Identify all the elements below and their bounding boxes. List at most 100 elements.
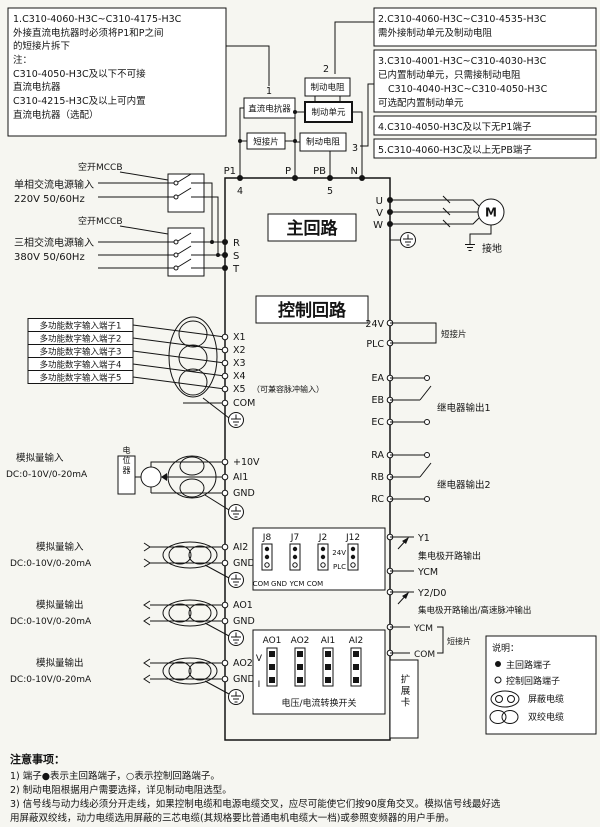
power-input: 空开MCCB 单相交流电源输入 220V 50/60Hz 空开MCCB 三相交流… [14, 161, 240, 277]
voltage-label: V [256, 654, 263, 664]
expansion-card-label: 扩展卡 [399, 673, 411, 708]
footnotes-title: 注意事项： [10, 752, 65, 766]
twisted-cable-ring [168, 603, 192, 623]
terminal-v-label: V [376, 208, 383, 219]
terminal-com2-label: COM [414, 650, 435, 660]
vi-switch-caption: 电压/电流转换开关 [281, 697, 356, 709]
legend-box [485, 635, 597, 735]
terminal-dot-ao2 [221, 659, 229, 667]
twisted-cable-ring [168, 661, 192, 681]
shield-ground-icon [229, 631, 244, 646]
main-circuit-title: 主回路 [287, 218, 339, 239]
terminal-ao2-label: AO2 [233, 658, 253, 669]
relay2-contact [390, 454, 432, 500]
wire-arrows [143, 600, 151, 626]
jumper-side-24v: 24V [332, 549, 346, 557]
terminal-x1-label: X1 [233, 332, 246, 343]
control-terminal-icon [494, 676, 502, 684]
relay1-label: 继电器输出1 [437, 402, 491, 414]
mccb-a-label: 空开MCCB [78, 161, 123, 173]
relay2-label: 继电器输出2 [437, 479, 491, 491]
shield-ground-icon [229, 413, 244, 428]
ref-number-5: 5 [327, 186, 333, 197]
footnote-line: 3) 信号线与动力线必须分开走线，如果控制电缆和电源电缆交叉，应尽可能使它们按9… [10, 798, 501, 810]
terminal-ai1-label: AI1 [233, 472, 248, 483]
y2-wire [390, 591, 414, 605]
footnotes: 注意事项： 1) 端子●表示主回路端子，○表示控制回路端子。 2) 制动电阻根据… [10, 752, 501, 824]
relay-contact-point [424, 452, 430, 458]
terminal-gnd-label: GND [233, 488, 255, 499]
control-circuit-title-box [255, 295, 369, 324]
jumper-j8-label: J8 [262, 533, 272, 543]
leader-note-1 [226, 45, 270, 86]
main-circuit-title-box [267, 213, 357, 242]
short-clip-label: 短接片 [253, 137, 279, 148]
note-1-line: 注： [13, 54, 32, 66]
footnote-line: 1) 端子●表示主回路端子，○表示控制回路端子。 [10, 770, 220, 782]
note-2-box [373, 7, 597, 47]
jumper-j12-label: J12 [345, 533, 360, 543]
terminal-dot-n [359, 175, 365, 181]
ai2-wires [150, 546, 225, 564]
terminal-dot-x1 [221, 333, 229, 341]
right-control-terminals: 24V PLC 短接片 EA EB EC 继电器输出1 RA RB RC 继电器… [365, 319, 531, 660]
pot-wires [150, 461, 225, 494]
note-3-box [373, 49, 597, 113]
dc-bus-components: 直流电抗器 短接片 制动电阻 制动单元 制动电阻 1 2 3 [238, 64, 363, 178]
terminal-dot-ai2 [221, 543, 229, 551]
cable-slash-marks [442, 195, 451, 228]
ai2-caption: 模拟量输入 [36, 541, 84, 553]
terminal-p1-label: P1 [224, 166, 236, 177]
ai1-caption: 模拟量输入 [16, 452, 64, 464]
vi-ao1-label: AO1 [263, 636, 282, 646]
rst-wires [204, 241, 225, 269]
ao1-caption: 模拟量输出 [36, 599, 84, 611]
relay-contact-point [424, 419, 430, 425]
twisted-cable-ring [179, 478, 205, 498]
x5-note: （可兼容脉冲输入） [252, 384, 324, 394]
note-4-line: 4.C310-4050-H3C及以下无P1端子 [378, 121, 532, 133]
vi-ao2-label: AO2 [291, 636, 310, 646]
control-circuit-title: 控制回路 [278, 300, 347, 321]
di-label: 多功能数字输入端子1 [40, 321, 122, 332]
terminal-n-label: N [351, 166, 358, 177]
terminal-dot-x4 [221, 372, 229, 380]
note-2-line: 2.C310-4060-H3C~C310-4535-H3C [378, 14, 547, 25]
terminal-ra-label: RA [371, 450, 384, 461]
terminal-p-label: P [285, 166, 291, 177]
potentiometer-symbol [140, 466, 162, 488]
terminal-rb-label: RB [371, 472, 384, 483]
legend-twisted-cable: 双绞电缆 [528, 711, 564, 723]
dc-terminals: P1 P PB N 4 5 [224, 166, 365, 197]
twisted-cable-icon [501, 710, 519, 724]
short-clip-label: 短接片 [441, 329, 467, 340]
terminal-r-label: R [233, 238, 240, 249]
shield-ground-icon [229, 505, 244, 520]
ao1-wires [150, 604, 225, 622]
ao1-range: DC:0-10V/0-20mA [10, 617, 92, 627]
potentiometer-label: 电位器 [122, 445, 131, 476]
note-1-line: 外接直流电抗器时必须将P1和P之间 [13, 27, 164, 39]
terminal-s-label: S [233, 251, 239, 262]
brake-unit-wire-right [352, 111, 363, 178]
ao2-range: DC:0-10V/0-20mA [10, 675, 92, 685]
terminal-dot-com [221, 399, 229, 407]
jumper-bottom-label: COM [307, 580, 323, 588]
terminal-dot-pb [327, 175, 333, 181]
shield-cable-core [495, 695, 503, 703]
note-1-line: C310-4215-H3C及以上可内置 [13, 95, 146, 107]
ground-symbol [464, 239, 476, 251]
terminal-x5-label: X5 [233, 384, 246, 395]
jumper-block: J8 J7 J2 J12 24V PLC COM GND YCM COM [252, 527, 386, 591]
terminal-dot-gnd [221, 559, 229, 567]
note-1-line: 直流电抗器（选配） [13, 109, 99, 121]
note-1-line: 的短接片拆下 [13, 40, 70, 52]
terminal-rc-label: RC [371, 494, 384, 505]
p1-riser-wire [239, 107, 244, 178]
terminal-t-label: T [232, 264, 240, 275]
relay-contact-point [424, 375, 430, 381]
ref-number-2: 2 [323, 64, 329, 75]
switch-pads [269, 651, 359, 683]
di-label: 多功能数字输入端子5 [40, 373, 122, 384]
